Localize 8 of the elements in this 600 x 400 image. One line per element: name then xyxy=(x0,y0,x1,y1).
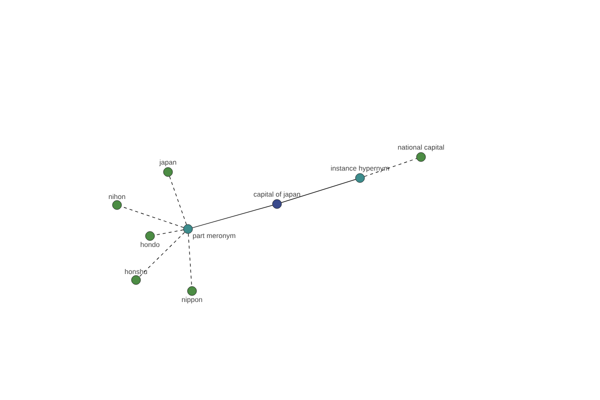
connector-line xyxy=(364,158,417,177)
connector-line xyxy=(121,206,184,228)
connector-line xyxy=(139,232,185,278)
connector-line xyxy=(281,179,356,203)
connector-line xyxy=(154,230,184,236)
connector-line xyxy=(169,176,187,225)
connector-line xyxy=(188,233,192,287)
connector-line xyxy=(192,204,273,228)
